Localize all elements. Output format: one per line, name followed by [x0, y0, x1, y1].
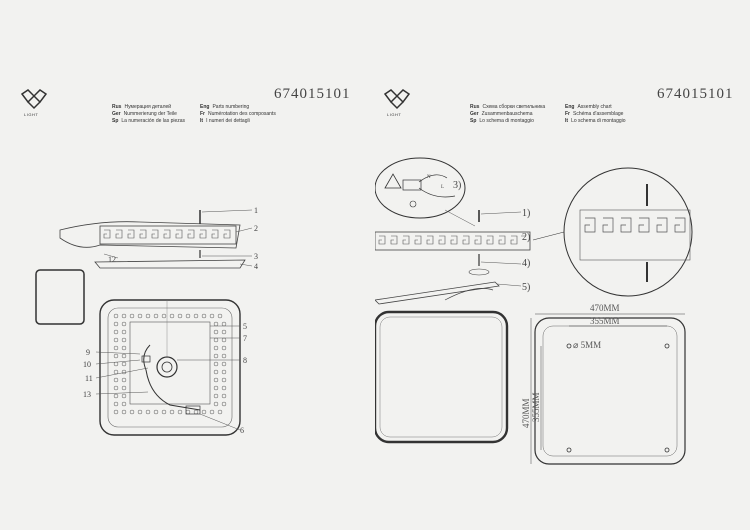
wiring-detail: [375, 157, 476, 227]
ground-icon: [409, 200, 417, 208]
callout-8: 8: [243, 356, 247, 365]
brand-logo: [383, 88, 411, 120]
brand-logo: [20, 88, 48, 120]
lamp-side-view: [59, 210, 246, 269]
logo-label: LIGHT: [387, 112, 402, 117]
step-2: 2): [522, 232, 530, 243]
dim-outer-height: 470MM: [521, 398, 531, 428]
wire-l-label: L: [441, 185, 444, 190]
product-code: 674015101: [274, 86, 351, 102]
diffuser-side: [94, 259, 246, 269]
callout-5: 5: [243, 322, 247, 331]
lamp-shade-small: [35, 269, 85, 325]
lamp-side-view: [375, 231, 531, 251]
lamp-bottom-view: [99, 299, 241, 436]
callout-4: 4: [254, 262, 258, 271]
step-4: 4): [522, 258, 530, 269]
step-5: 5): [522, 282, 530, 293]
assembly-drawing: N L 3) 1) 2) 4) 5): [375, 157, 693, 465]
parts-drawing: 1 2 3 4 12 5 7 8: [35, 206, 258, 436]
callout-2: 2: [254, 224, 258, 233]
callout-3: 3: [254, 252, 258, 261]
step-1: 1): [522, 208, 530, 219]
callout-13: 13: [83, 390, 91, 399]
warning-icon: [384, 173, 402, 189]
callout-6: 6: [240, 426, 244, 435]
dim-inner-width: 355MM: [590, 316, 620, 326]
callout-7: 7: [243, 334, 247, 343]
callout-1: 1: [254, 206, 258, 215]
logo-icon: [20, 89, 48, 110]
dim-outer-width: 470MM: [590, 303, 620, 313]
dim-inner-height: 355MM: [531, 392, 541, 422]
product-code: 674015101: [657, 86, 734, 102]
callout-10: 10: [83, 360, 91, 369]
callout-11: 11: [85, 374, 93, 383]
lamp-shade-front: [375, 310, 509, 444]
magnified-detail: [532, 167, 693, 297]
diffuser-side: [375, 281, 500, 305]
logo-icon: [383, 89, 411, 110]
step-3: 3): [453, 180, 461, 191]
mounting-dimensions: [530, 313, 686, 465]
logo-label: LIGHT: [24, 112, 39, 117]
dim-hole: ⌀ 5MM: [573, 340, 601, 350]
callout-9: 9: [86, 348, 90, 357]
callout-12: 12: [108, 255, 116, 264]
wire-n-label: N: [427, 175, 431, 180]
